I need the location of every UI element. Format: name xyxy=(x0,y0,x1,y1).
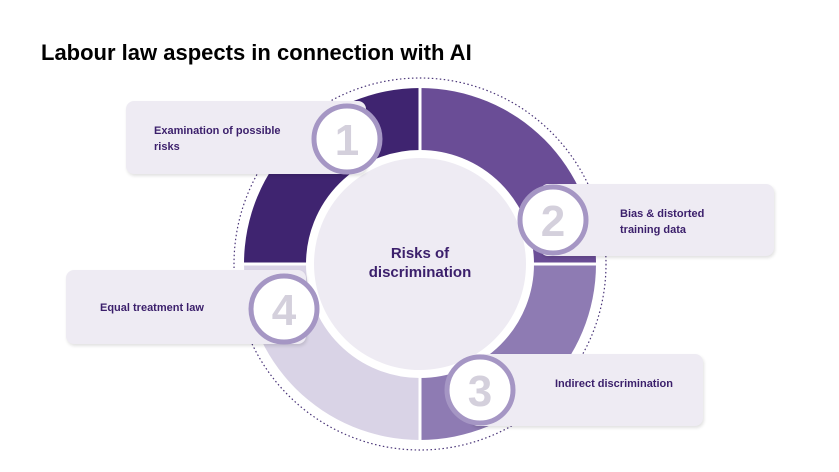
step-number-3: 3 xyxy=(468,367,492,416)
step-label-1-line-1: Examination of possible xyxy=(154,125,281,137)
center-label-line-2: discrimination xyxy=(368,264,472,281)
center-label: Risks of discrimination xyxy=(320,244,520,282)
step-number-4: 4 xyxy=(272,286,297,335)
step-label-4-line-1: Equal treatment law xyxy=(100,302,204,314)
step-number-2: 2 xyxy=(541,197,565,246)
step-bubble-3: 3 xyxy=(444,354,516,426)
step-bubble-2: 2 xyxy=(517,184,589,256)
step-label-2-line-2: training data xyxy=(620,224,687,236)
outer-dotted-ring xyxy=(233,77,607,451)
center-circle xyxy=(306,150,534,378)
center-label-line-1: Risks of xyxy=(390,245,450,262)
step-label-2-line-1: Bias & distorted xyxy=(620,208,705,220)
step-bubble-1: 1 xyxy=(311,103,383,175)
step-label-1-line-2: risks xyxy=(154,141,180,153)
step-label-3: Indirect discrimination xyxy=(555,376,673,392)
step-label-1: Examination of possible risks xyxy=(154,123,281,155)
step-label-2: Bias & distorted training data xyxy=(620,206,704,238)
step-bubble-4: 4 xyxy=(248,273,320,345)
step-number-1: 1 xyxy=(335,116,359,165)
step-label-3-line-1: Indirect discrimination xyxy=(555,378,673,390)
slide-title: Labour law aspects in connection with AI xyxy=(41,40,472,65)
step-label-4: Equal treatment law xyxy=(100,300,204,316)
